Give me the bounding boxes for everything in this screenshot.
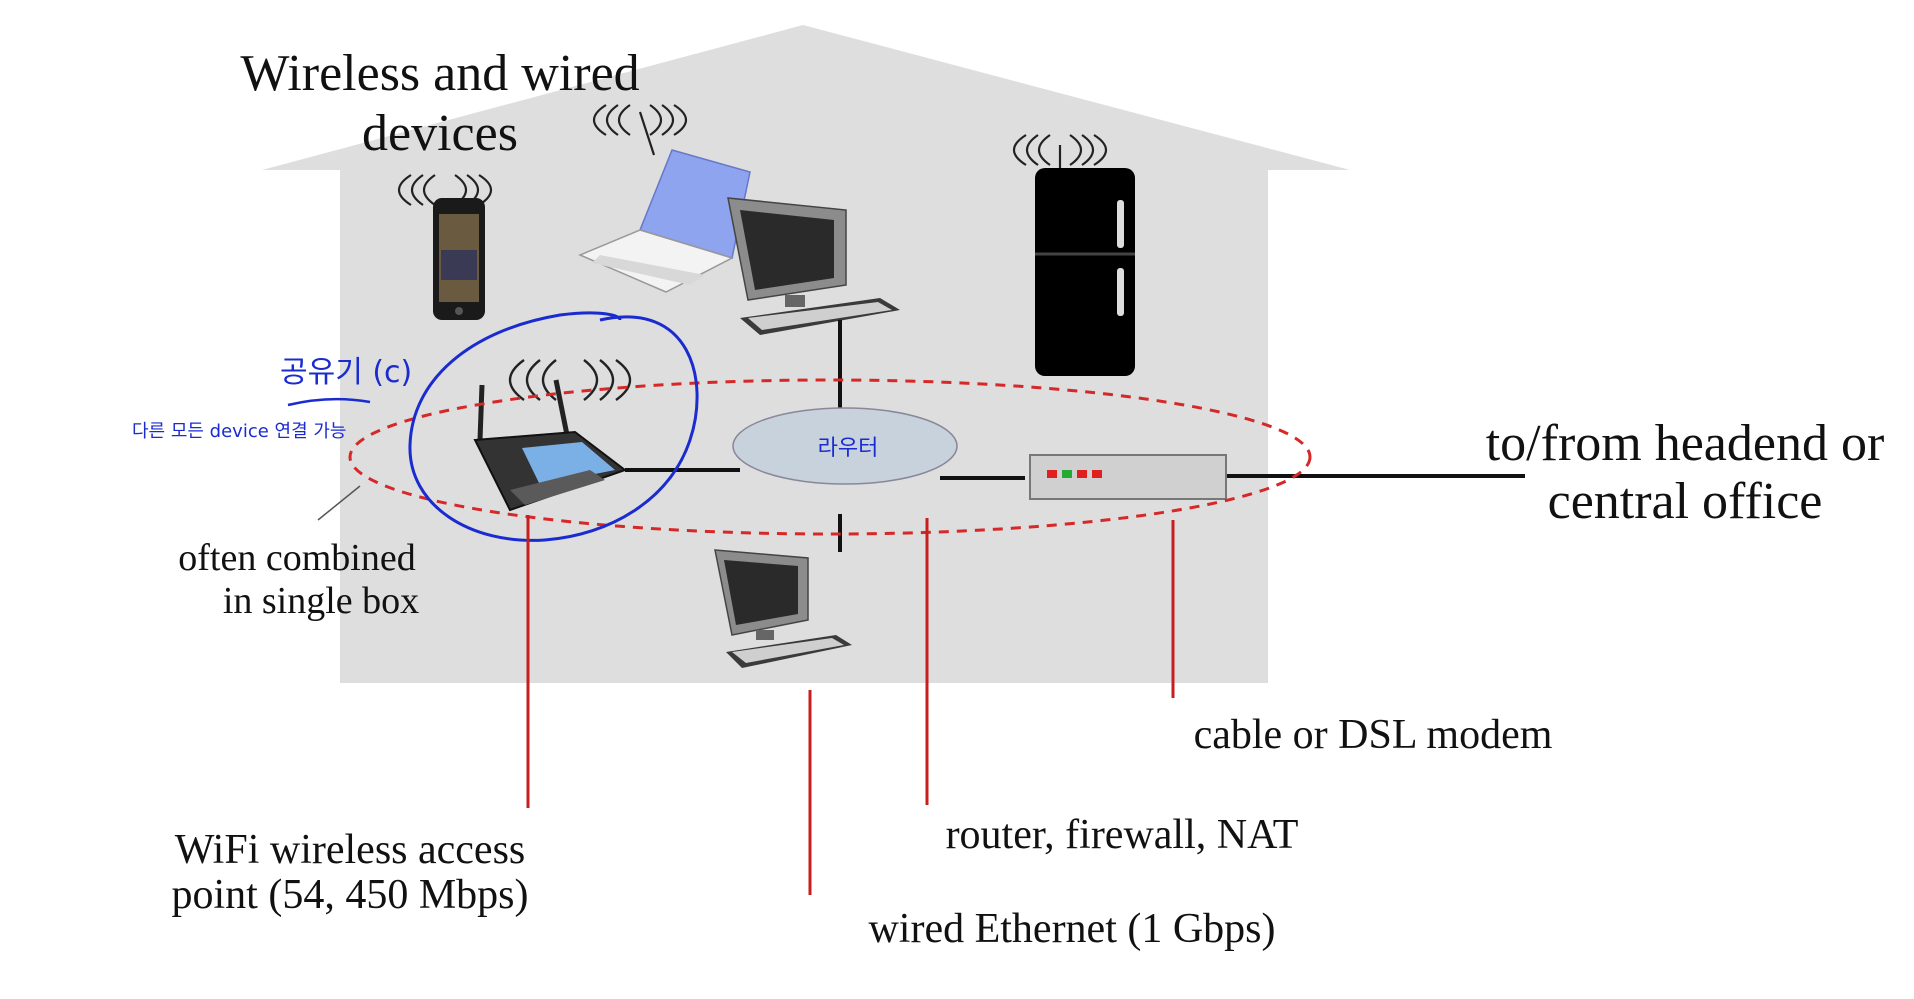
ethernet-label: wired Ethernet (1 Gbps) [868, 906, 1275, 952]
wifi-label-line-1: WiFi wireless access [175, 827, 526, 873]
headend-label-line-1: to/from headend or [1486, 415, 1885, 472]
ethernet-cables [625, 320, 1525, 552]
modem-icon [1029, 454, 1227, 500]
combined-dashed-ellipse [348, 378, 1312, 536]
handwritten-annotation-1: 공유기 (c) [280, 355, 412, 390]
desktop-computer-icon [714, 549, 852, 668]
desktop-computer-icon [727, 197, 900, 335]
wireless-router-icon [473, 379, 628, 512]
wifi-signal-icon [508, 359, 632, 401]
router-ellipse: 라우터 [732, 407, 958, 485]
laptop-icon [578, 149, 751, 293]
combined-label-line-2: in single box [223, 580, 419, 622]
headend-label-line-2: central office [1548, 473, 1823, 530]
smartphone-icon [433, 198, 485, 320]
title-line-1: Wireless and wired [240, 45, 639, 102]
combined-callout-line [317, 485, 361, 521]
wifi-signal-icon [1012, 134, 1108, 172]
callout-lines [526, 515, 1175, 895]
title-line-2: devices [362, 105, 518, 162]
handwritten-underline [287, 397, 371, 407]
handwritten-annotation-2: 다른 모든 device 연결 가능 [132, 421, 347, 442]
wifi-signal-icon [592, 104, 688, 156]
refrigerator-icon [1035, 168, 1135, 376]
router-label: router, firewall, NAT [946, 812, 1299, 858]
handwritten-circle [408, 311, 699, 542]
combined-label-line-1: often combined [178, 537, 415, 579]
modem-label: cable or DSL modem [1194, 712, 1553, 758]
router-ellipse-annotation: 라우터 [818, 436, 879, 461]
wifi-label-line-2: point (54, 450 Mbps) [172, 872, 529, 918]
